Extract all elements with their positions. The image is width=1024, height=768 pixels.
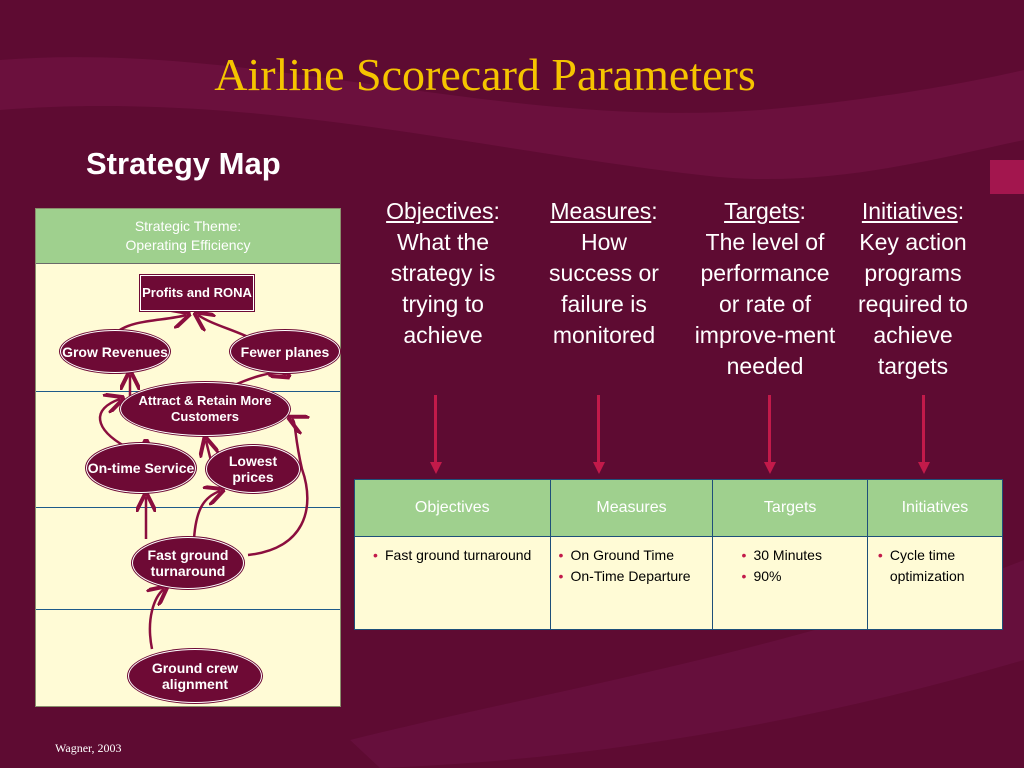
- arrow-measures: [597, 395, 600, 467]
- strategic-theme-header: Strategic Theme: Operating Efficiency: [36, 209, 340, 264]
- strategy-map-panel: Strategic Theme: Operating Efficiency Pr…: [35, 208, 341, 707]
- arrow-head-initiatives: [917, 462, 930, 474]
- scorecard-table: Objectives Measures Targets Initiatives …: [354, 479, 1004, 630]
- slide-subtitle: Strategy Map: [86, 146, 281, 181]
- table-cell-targets: 30 Minutes 90%: [712, 536, 868, 630]
- column-heading-initiatives: Initiatives: Key action programs require…: [858, 198, 968, 379]
- node-ground-crew-alignment: Ground crew alignment: [128, 649, 262, 703]
- node-on-time-service: On-time Service: [86, 443, 196, 493]
- column-heading-targets: Targets: The level of performance or rat…: [694, 198, 836, 379]
- column-heading-measures: Measures: How success or failure is moni…: [549, 198, 659, 348]
- node-attract-retain-customers: Attract & Retain More Customers: [120, 382, 290, 436]
- node-fast-ground-turnaround: Fast ground turnaround: [132, 537, 244, 589]
- slide-title: Airline Scorecard Parameters: [214, 49, 756, 100]
- table-header-measures: Measures: [549, 479, 714, 537]
- table-cell-initiatives: Cycle time optimization: [866, 536, 1004, 630]
- arrow-head-measures: [592, 462, 605, 474]
- list-item: Cycle time optimization: [878, 545, 996, 587]
- node-grow-revenues: Grow Revenues: [60, 330, 170, 373]
- table-header-initiatives: Initiatives: [866, 479, 1004, 537]
- layer-divider: [36, 609, 340, 610]
- table-header-targets: Targets: [712, 479, 868, 537]
- list-item: 90%: [741, 566, 860, 587]
- side-accent: [990, 160, 1024, 194]
- arrow-targets: [768, 395, 771, 467]
- table-header-objectives: Objectives: [354, 479, 551, 537]
- node-profits-and-rona: Profits and RONA: [140, 275, 254, 311]
- list-item: On Ground Time: [559, 545, 707, 566]
- list-item: Fast ground turnaround: [373, 545, 544, 566]
- arrow-head-objectives: [429, 462, 442, 474]
- list-item: 30 Minutes: [741, 545, 860, 566]
- footer-citation: Wagner, 2003: [55, 741, 122, 755]
- node-lowest-prices: Lowest prices: [206, 445, 300, 493]
- table-cell-objectives: Fast ground turnaround: [354, 536, 551, 630]
- list-item: On-Time Departure: [559, 566, 707, 587]
- arrow-head-targets: [763, 462, 776, 474]
- arrow-objectives: [434, 395, 437, 467]
- table-cell-measures: On Ground Time On-Time Departure: [549, 536, 714, 630]
- arrow-initiatives: [922, 395, 925, 467]
- column-heading-objectives: Objectives: What the strategy is trying …: [386, 198, 500, 348]
- node-fewer-planes: Fewer planes: [230, 330, 340, 373]
- layer-divider: [36, 507, 340, 508]
